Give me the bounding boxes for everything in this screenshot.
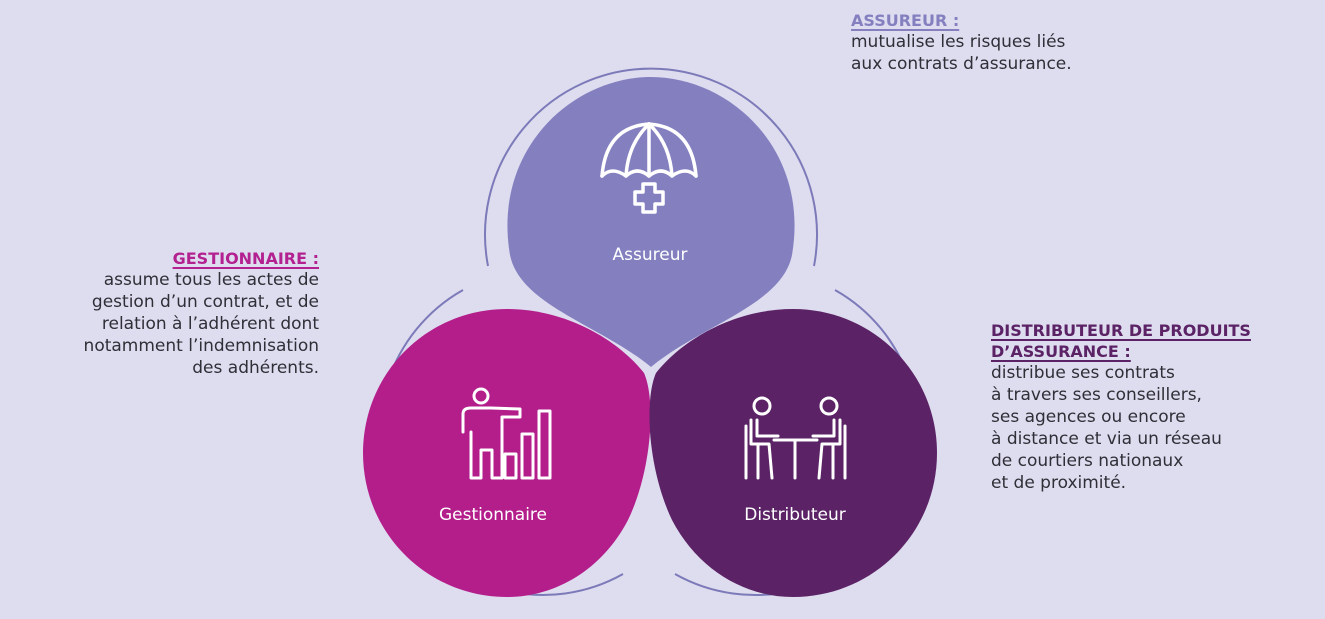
gestionnaire-label: Gestionnaire — [439, 505, 547, 525]
presenter-chart-icon — [461, 387, 552, 480]
distributeur-description-line: de courtiers nationaux — [991, 451, 1184, 471]
assureur-description-line: aux contrats d’assurance. — [851, 54, 1072, 74]
gestionnaire-description-line: des adhérents. — [192, 358, 319, 378]
gestionnaire-description: GESTIONNAIRE : assume tous les actes de … — [0, 248, 319, 379]
distributeur-description-line: distribue ses contrats — [991, 363, 1175, 383]
assureur-description: ASSUREUR : mutualise les risques liés au… — [851, 10, 1171, 75]
distributeur-description-line: et de proximité. — [991, 473, 1127, 493]
distributeur-description-line: à travers ses conseillers, — [991, 385, 1202, 405]
assureur-circle — [507, 77, 795, 367]
assureur-label: Assureur — [613, 245, 688, 265]
distributeur-description: DISTRIBUTEUR DE PRODUITS D’ASSURANCE : d… — [991, 320, 1325, 494]
distributeur-description-line: ses agences ou encore — [991, 407, 1186, 427]
distributeur-description-title: D’ASSURANCE : — [991, 342, 1131, 361]
distributeur-circle — [649, 309, 937, 597]
gestionnaire-description-title: GESTIONNAIRE : — [172, 249, 319, 268]
distributeur-label: Distributeur — [744, 505, 846, 525]
distributeur-description-line: à distance et via un réseau — [991, 429, 1222, 449]
gestionnaire-description-line: assume tous les actes de — [103, 270, 319, 290]
distributeur-description-title: DISTRIBUTEUR DE PRODUITS — [991, 321, 1251, 340]
umbrella-cross-icon — [600, 122, 698, 214]
gestionnaire-description-line: relation à l’adhérent dont — [101, 314, 319, 334]
assureur-description-title: ASSUREUR : — [851, 11, 960, 30]
gestionnaire-description-line: notamment l’indemnisation — [83, 336, 319, 356]
gestionnaire-description-line: gestion d’un contrat, et de — [91, 292, 319, 312]
outer-arc-top — [484, 67, 818, 267]
assureur-description-line: mutualise les risques liés — [851, 32, 1066, 52]
two-people-table-icon — [744, 396, 847, 480]
